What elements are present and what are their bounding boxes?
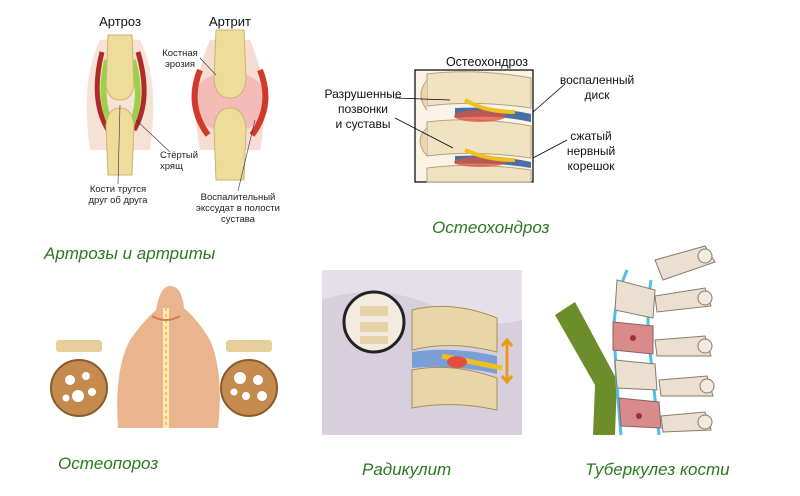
osteoporosis-illustration	[50, 286, 278, 428]
spine-segment	[419, 71, 532, 183]
caption-bone-tuberculosis: Туберкулез кости	[585, 460, 730, 479]
bone-sample-left	[50, 340, 108, 417]
label-disc-1: воспаленный	[560, 73, 634, 87]
caption-radiculitis: Радикулит	[362, 460, 452, 479]
bone-sample-right	[220, 340, 278, 417]
label-bone-erosion-1: Костная	[162, 48, 198, 59]
green-band	[555, 302, 617, 435]
label-nerve-1: сжатый	[570, 129, 611, 143]
caption-osteoporosis: Остеопороз	[58, 454, 159, 473]
bone-tuberculosis-illustration	[555, 245, 716, 436]
label-worn-cartilage-2: хрящ	[160, 161, 183, 172]
radiculitis-illustration	[322, 270, 522, 435]
caption-osteochondrosis: Остеохондроз	[432, 218, 550, 237]
spine-column	[612, 269, 662, 436]
label-exudate-3: сустава	[221, 214, 256, 225]
vertebra-closeup	[411, 305, 514, 411]
label-destroyed-3: и суставы	[336, 117, 391, 131]
label-exudate-1: Воспалительный	[201, 192, 276, 203]
arthrosis-arthritis-diagram: Артроз Артрит Костная эрозия Стёртый хря…	[86, 14, 280, 225]
label-destroyed-2: позвонки	[338, 102, 388, 116]
label-nerve-2: нервный	[567, 144, 615, 158]
osteochondrosis-diagram: Остеохондроз Разрушенные позвонки и суст…	[324, 55, 634, 183]
arthritis-title: Артрит	[209, 14, 251, 29]
label-worn-cartilage-1: Стёртый	[160, 150, 198, 161]
label-bones-rub-2: друг об друга	[89, 195, 149, 206]
arthrosis-joint	[86, 34, 154, 176]
spinous-processes	[654, 245, 716, 433]
label-bones-rub-1: Кости трутся	[90, 184, 146, 195]
caption-arthrosis: Артрозы и артриты	[44, 244, 216, 263]
arthritis-joint	[191, 29, 269, 181]
label-destroyed-1: Разрушенные	[324, 87, 401, 101]
label-disc-2: диск	[585, 88, 611, 102]
arthrosis-title: Артроз	[99, 14, 141, 29]
label-bone-erosion-2: эрозия	[165, 59, 195, 70]
label-nerve-3: корешок	[568, 159, 616, 173]
osteochondrosis-title: Остеохондроз	[446, 55, 528, 69]
label-exudate-2: экссудат в полости	[196, 203, 280, 214]
